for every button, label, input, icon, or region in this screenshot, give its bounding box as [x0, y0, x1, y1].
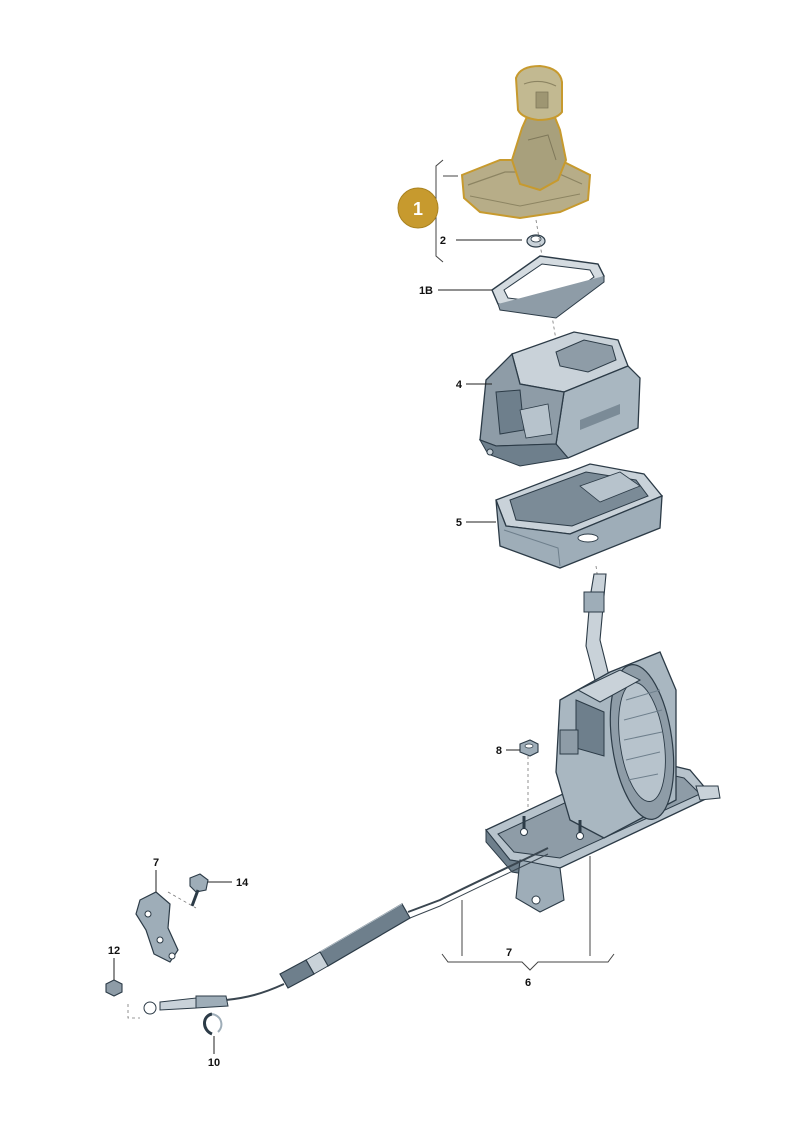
bracket-part[interactable]	[135, 891, 179, 963]
callout-5[interactable]: 5	[456, 517, 462, 529]
callout-14[interactable]: 14	[236, 877, 249, 889]
nut-part[interactable]	[519, 739, 539, 757]
callout-10[interactable]: 10	[208, 1057, 220, 1069]
trim-frame-part[interactable]	[491, 255, 605, 319]
axis-cable-end	[127, 1004, 140, 1019]
callout-7b[interactable]: 7	[506, 947, 512, 959]
boot-tray-part[interactable]	[495, 463, 664, 569]
group-bracket-6	[441, 856, 615, 971]
callout-2[interactable]: 2	[440, 235, 446, 247]
highlight-badge[interactable]: 1	[397, 187, 439, 229]
clip-part[interactable]	[203, 1012, 223, 1036]
callout-7a[interactable]: 7	[153, 857, 159, 869]
callout-1b[interactable]: 1B	[419, 285, 433, 297]
shift-mechanism-part[interactable]	[484, 573, 721, 913]
small-nut-part[interactable]	[105, 979, 123, 997]
highlight-label: 1	[413, 199, 423, 219]
bolt-part[interactable]	[189, 873, 209, 907]
callout-4[interactable]: 4	[456, 379, 463, 391]
gear-knob-boot[interactable]	[460, 64, 592, 220]
shifter-housing-part[interactable]	[478, 331, 641, 467]
callout-6[interactable]: 6	[525, 977, 531, 989]
axis-bolt	[167, 891, 197, 909]
assembly-axis-mid	[595, 565, 599, 581]
callout-8[interactable]: 8	[496, 745, 502, 757]
bushing-part[interactable]	[526, 234, 546, 248]
shift-cable-part[interactable]	[143, 847, 549, 1015]
callout-12[interactable]: 12	[108, 945, 120, 957]
